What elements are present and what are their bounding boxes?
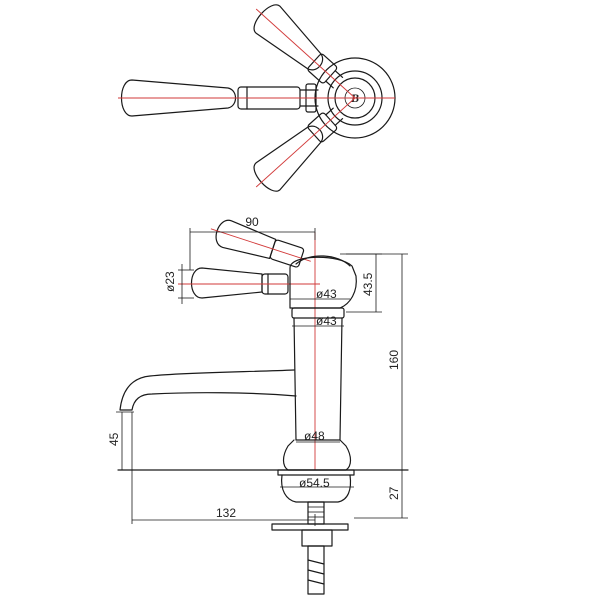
lever-left-body	[120, 79, 237, 117]
dim-spout-height: 45	[107, 432, 121, 446]
base-shroud	[282, 439, 352, 471]
spout	[119, 369, 297, 411]
washer	[271, 523, 349, 531]
dimensions: 90 ø23 43.5 160 27 ø43 ø43 ø48 ø54.5	[107, 215, 408, 526]
side-view	[117, 219, 409, 595]
head-body	[289, 256, 357, 309]
head-collar	[291, 307, 345, 319]
side-lever-upper-body	[215, 219, 277, 260]
dim-head-dia-lower: ø43	[316, 314, 337, 328]
dim-base-dia: ø48	[304, 429, 325, 443]
tail-thread	[307, 559, 325, 585]
dim-lever-dia: ø23	[163, 271, 177, 292]
body-column	[293, 317, 343, 441]
shank	[307, 501, 325, 525]
dim-90: 90	[245, 215, 259, 229]
head-cap	[295, 255, 351, 267]
centerline-upper	[255, 8, 356, 99]
dim-total-height: 160	[387, 350, 401, 370]
side-lever-horizontal-body	[190, 267, 263, 299]
top-view: B	[118, 4, 396, 192]
dim-flange-dia: ø54.5	[299, 476, 330, 490]
centerline-lower	[255, 97, 356, 188]
dim-base-height: 27	[387, 486, 401, 500]
base-plate	[277, 469, 355, 476]
dim-head-height: 43.5	[361, 272, 375, 296]
dim-head-dia-upper: ø43	[316, 287, 337, 301]
backnut	[301, 529, 333, 547]
dim-reach: 132	[216, 506, 236, 520]
